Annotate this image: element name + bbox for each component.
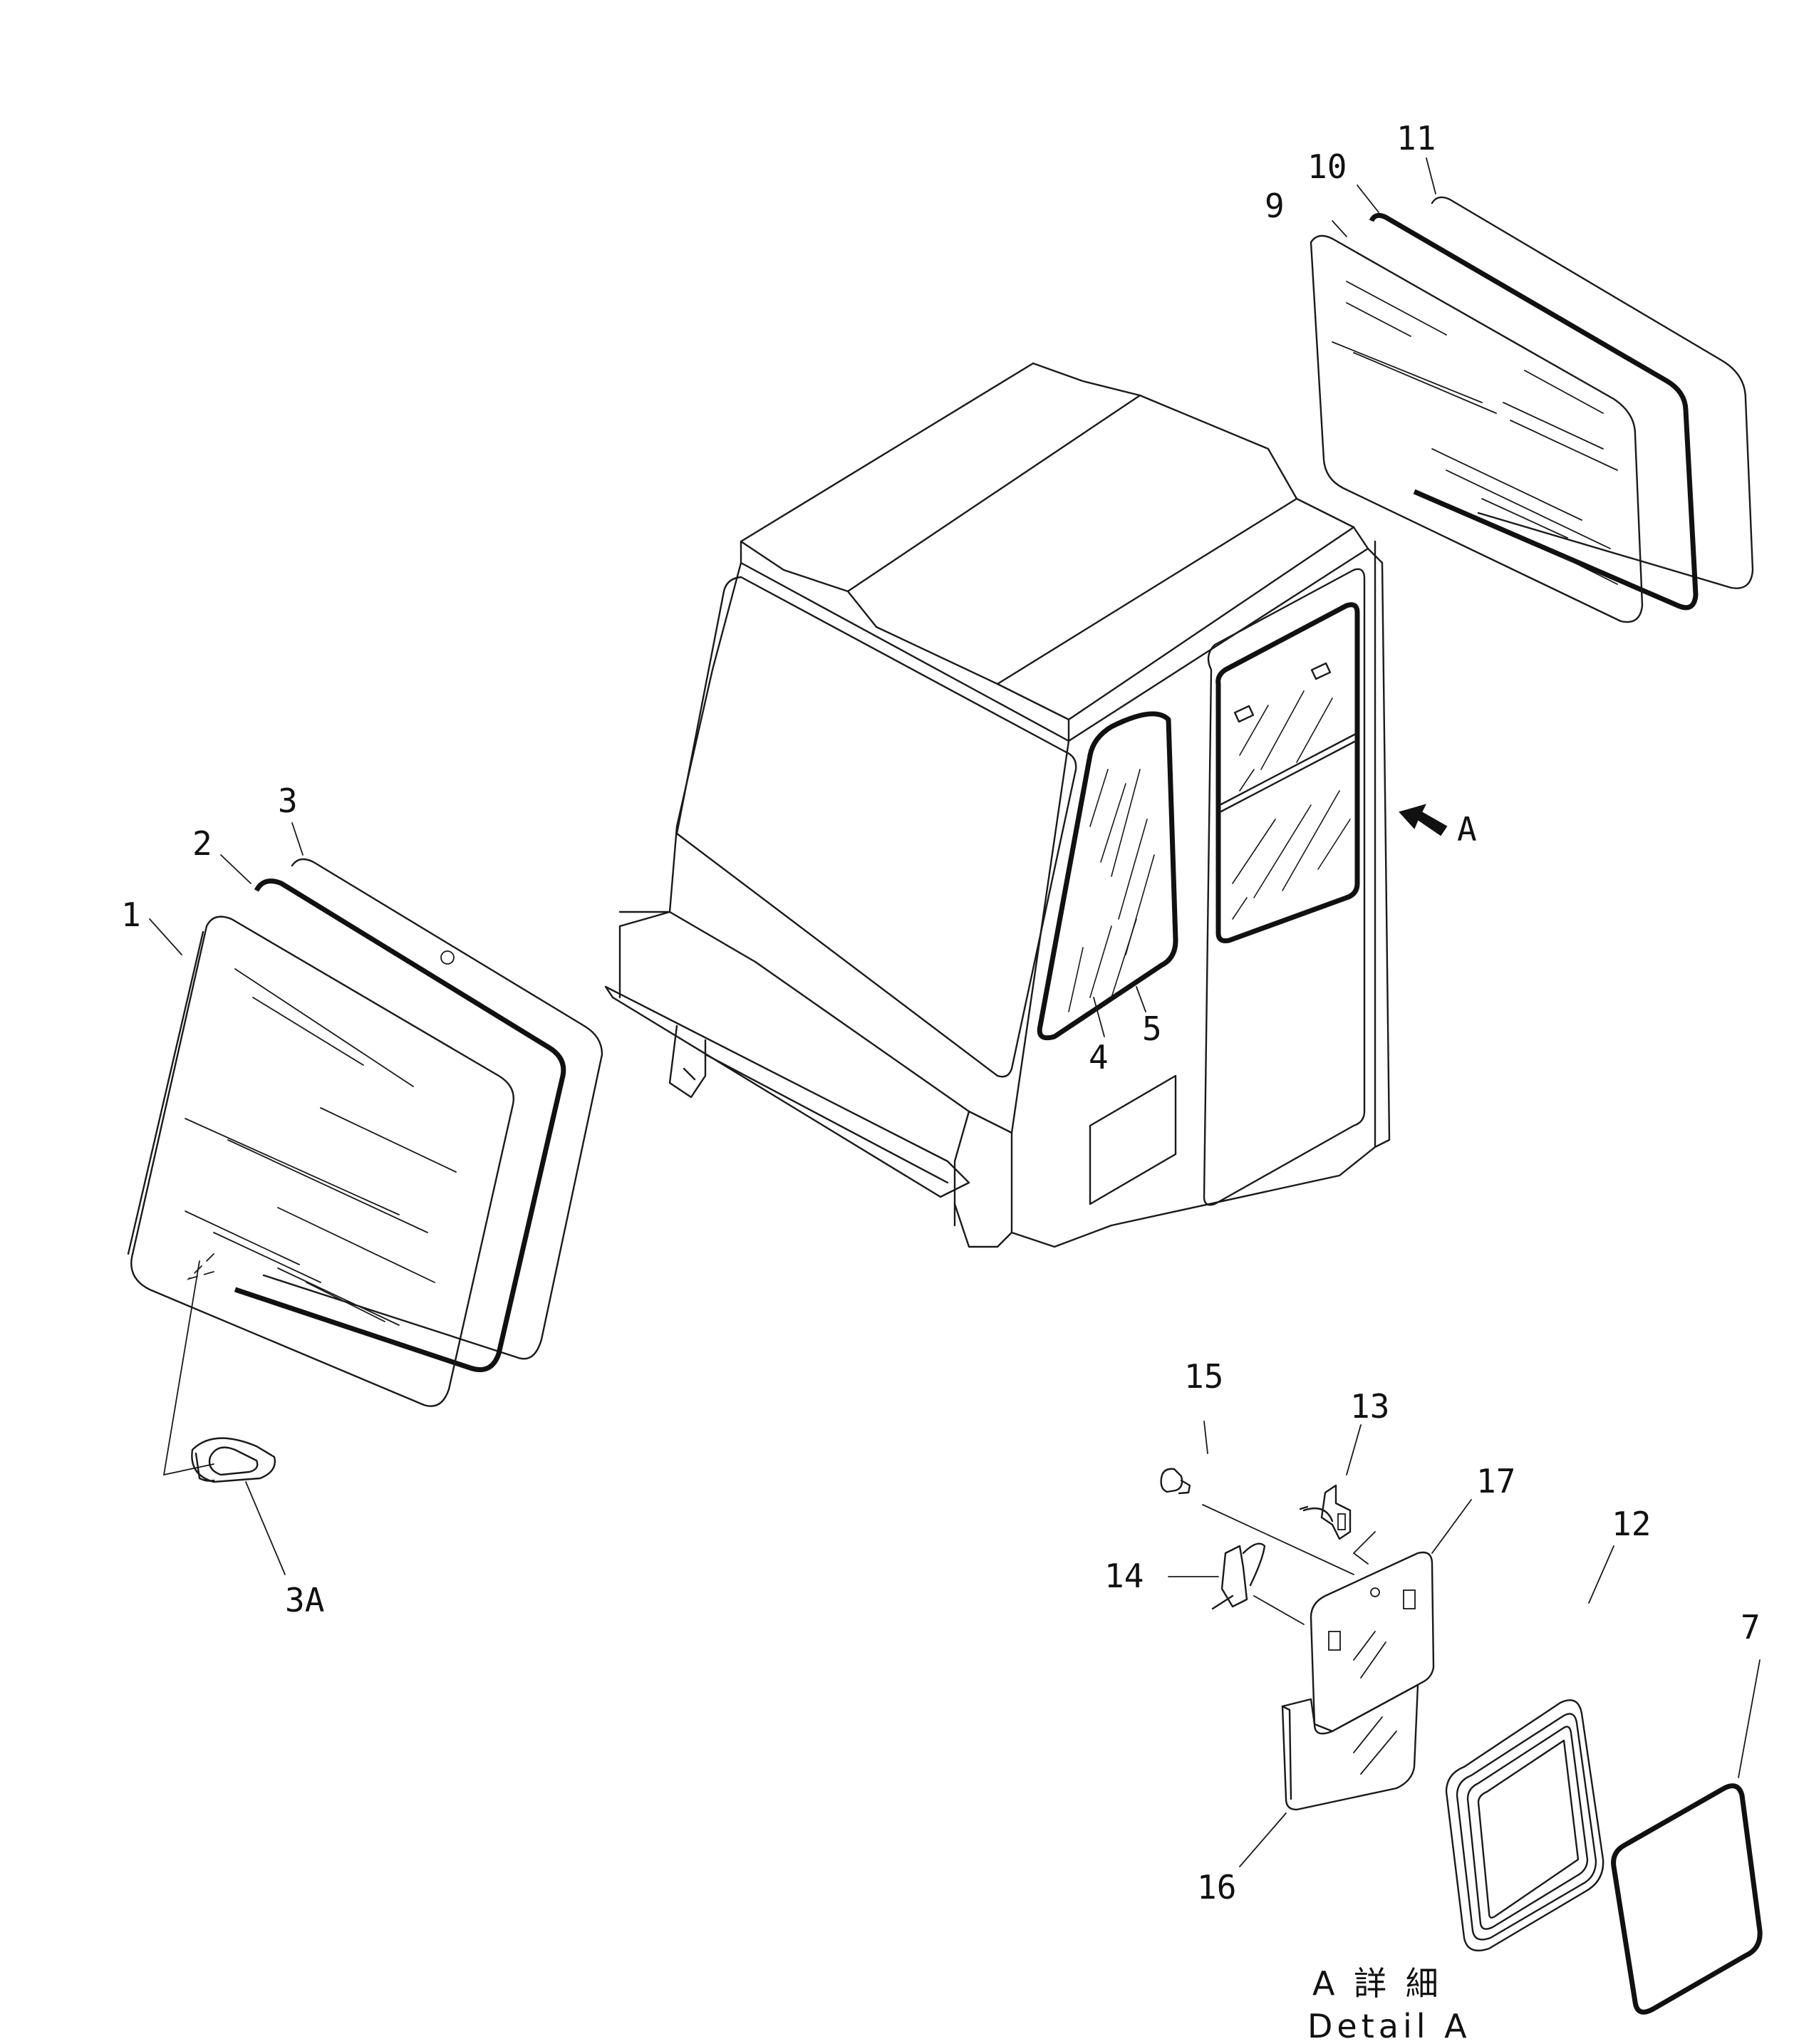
front-glass-reflection — [185, 968, 457, 1326]
label-1: 1 — [121, 896, 141, 934]
label-2: 2 — [192, 824, 212, 863]
cab-body — [604, 362, 1448, 1248]
view-a-arrow — [1399, 804, 1448, 836]
label-17: 17 — [1476, 1462, 1515, 1500]
label-16: 16 — [1197, 1868, 1236, 1906]
label-5: 5 — [1142, 1010, 1162, 1048]
rear-glass-assembly — [1310, 157, 1754, 623]
label-9: 9 — [1265, 187, 1285, 225]
caption-jp: A 詳 細 — [1312, 1964, 1443, 2003]
clip-3a — [191, 1437, 286, 1575]
detail-a — [1160, 1421, 1763, 2015]
label-4: 4 — [1089, 1038, 1109, 1077]
door-window-hatching — [1232, 690, 1351, 920]
caption-en: Detail A — [1307, 2007, 1471, 2044]
label-13: 13 — [1350, 1387, 1389, 1426]
part-labels: 1 2 3 3A 4 5 7 9 10 11 12 13 14 15 16 17… — [121, 119, 1761, 1906]
label-7: 7 — [1741, 1608, 1761, 1646]
rear-glass-reflection — [1332, 281, 1618, 585]
label-3: 3 — [278, 782, 298, 820]
label-10: 10 — [1307, 147, 1347, 186]
label-11: 11 — [1396, 119, 1436, 157]
label-15: 15 — [1184, 1357, 1223, 1396]
label-12: 12 — [1612, 1505, 1651, 1543]
label-view-a: A — [1457, 810, 1477, 849]
front-glass-assembly — [127, 822, 603, 1475]
label-3a: 3A — [285, 1581, 324, 1619]
detail-caption: A 詳 細 Detail A — [1307, 1964, 1471, 2044]
side-window-hatching — [1068, 769, 1155, 1012]
label-14: 14 — [1104, 1557, 1144, 1595]
